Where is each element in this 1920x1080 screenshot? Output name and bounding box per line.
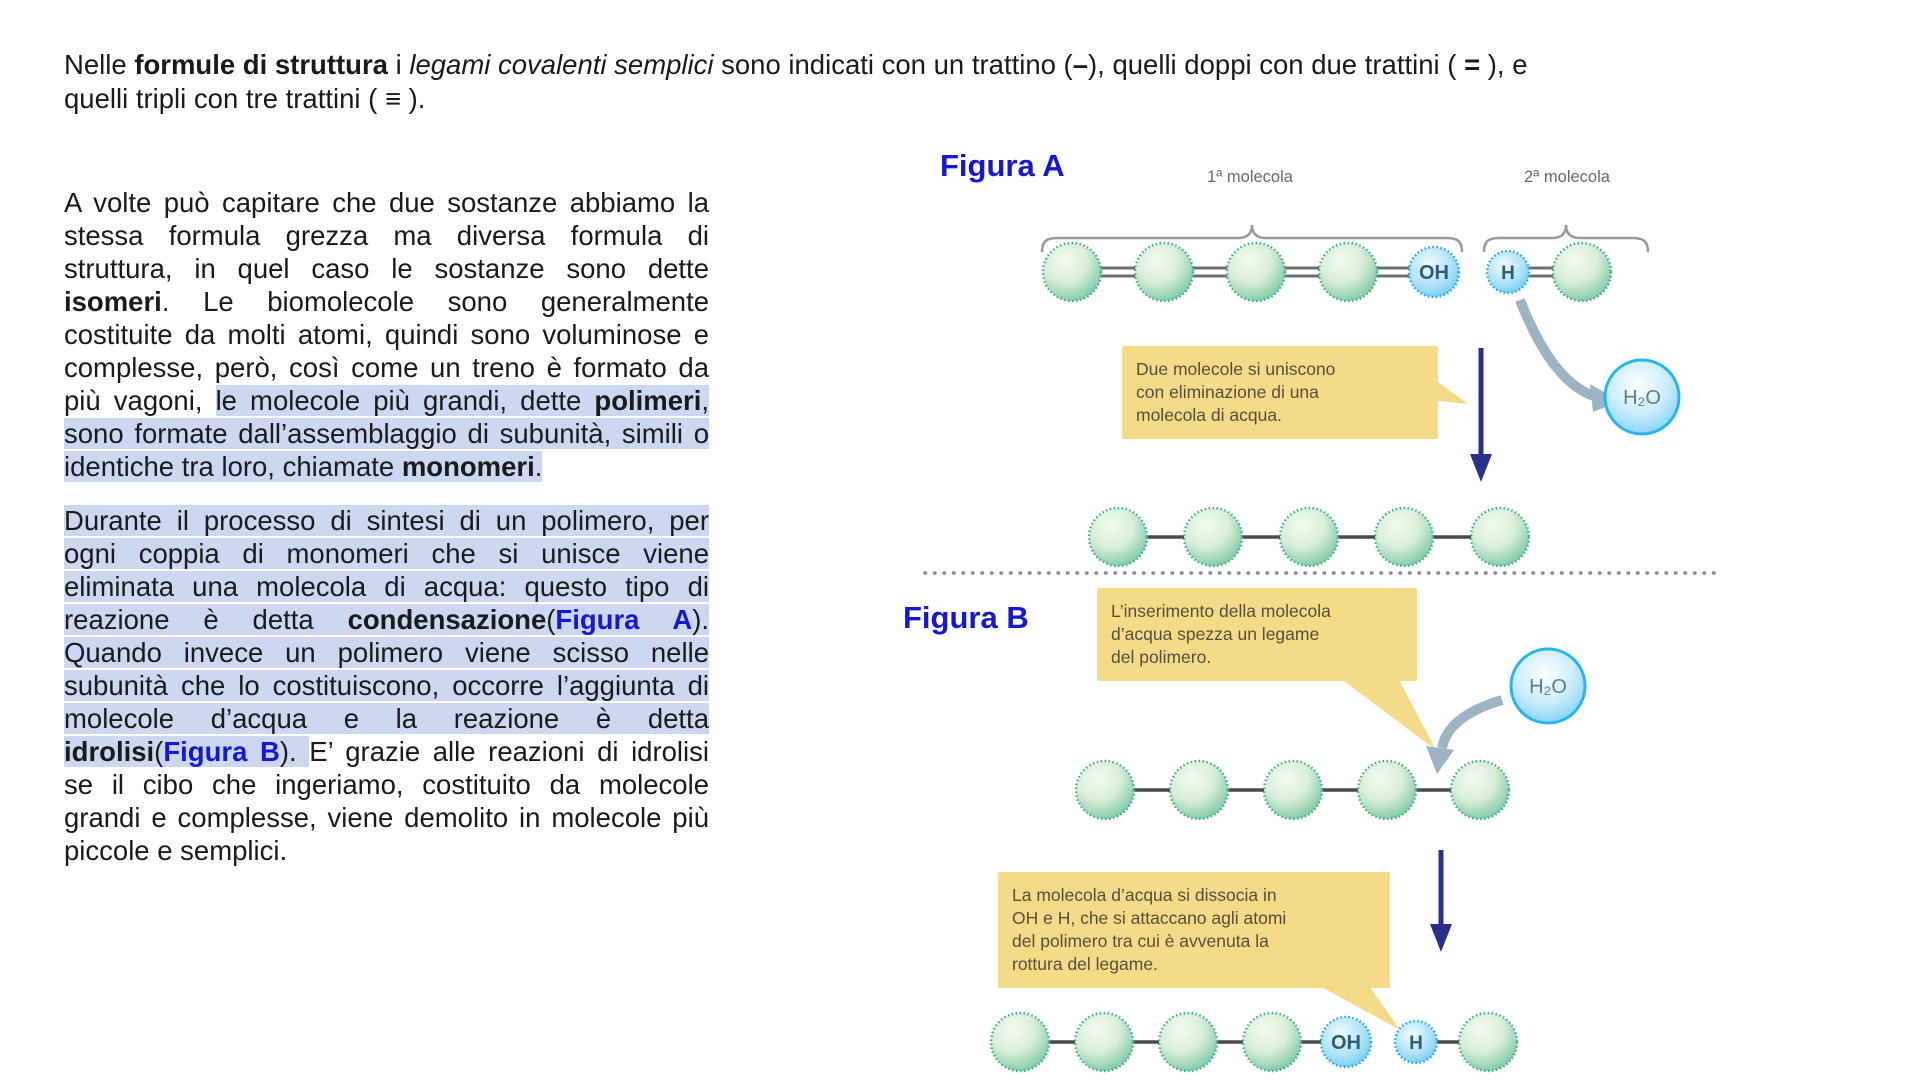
- intro-paragraph: Nelle formule di struttura i legami cova…: [64, 49, 1528, 114]
- polymer-result-chain: [1087, 506, 1531, 568]
- oh-atom-label: OH: [1419, 262, 1449, 284]
- molecule1-brace: [1040, 224, 1464, 253]
- figure-b-label: Figura B: [903, 600, 1029, 635]
- condensation-arrow: [1470, 348, 1492, 482]
- h2o-label: H₂O: [1529, 676, 1567, 698]
- oh-atom: [1407, 245, 1461, 299]
- figure-a-label: Figura A: [940, 148, 1065, 183]
- oh-atom-label: OH: [1331, 1032, 1361, 1054]
- molecule1-label: 1ª molecola: [1207, 168, 1293, 186]
- h2o-molecule: [1603, 358, 1681, 436]
- monomer-chain-top: OH H: [1041, 241, 1613, 303]
- oh-atom: [1319, 1015, 1373, 1069]
- h2o-molecule: [1509, 647, 1587, 725]
- h-atom-label: H: [1409, 1033, 1423, 1054]
- callout-b1-tail: [1340, 678, 1436, 750]
- molecule2-label: 2ª molecola: [1524, 168, 1610, 186]
- paragraph-isomeri-polimeri: A volte può capitare che due sostanze ab…: [64, 187, 710, 482]
- split-polymer-chain: OH H: [989, 1011, 1519, 1073]
- body-text-column: A volte può capitare che due sostanze ab…: [64, 186, 710, 888]
- callout-b2-tail: [1316, 984, 1400, 1030]
- polymer-chain: [1074, 759, 1511, 821]
- h-atom: [1485, 249, 1531, 295]
- h-atom: [1393, 1019, 1439, 1065]
- figure-b-diagram: H₂O: [989, 647, 1587, 1073]
- hydrolysis-arrow: [1430, 850, 1452, 952]
- h2o-label: H₂O: [1623, 387, 1661, 409]
- water-insertion-arrow: [1426, 695, 1504, 774]
- figure-a-diagram: OH H H₂O: [1040, 224, 1681, 568]
- paragraph-condensazione-idrolisi: Durante il processo di sintesi di un pol…: [64, 505, 710, 866]
- molecule2-brace: [1482, 224, 1650, 253]
- h-atom-label: H: [1501, 263, 1515, 284]
